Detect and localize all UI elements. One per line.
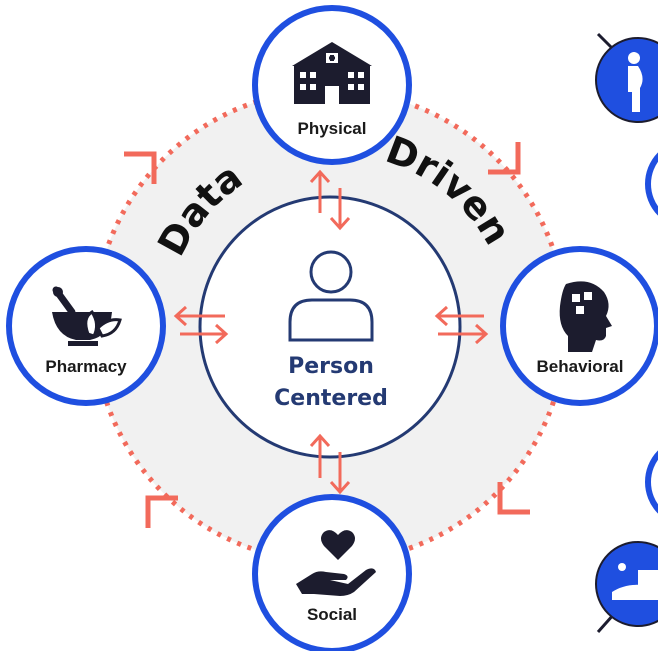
heart-hand-icon (296, 530, 376, 596)
side-node-partial-2 (645, 450, 658, 514)
head-puzzle-icon (559, 281, 612, 352)
rotation-arrow-top-right (488, 142, 521, 175)
node-behavioral: Behavioral (500, 246, 658, 406)
mortar-pestle-icon (52, 286, 122, 346)
side-node-partial-1 (645, 152, 658, 216)
farm-barn-icon (612, 563, 658, 600)
rotation-arrow-bottom-right (497, 482, 530, 515)
rotation-arrows (124, 142, 530, 528)
bidirectional-arrows (173, 169, 489, 495)
hospital-icon (292, 42, 372, 104)
node-label-behavioral: Behavioral (537, 357, 624, 376)
rotation-arrow-bottom-left (145, 495, 178, 528)
person-icon (288, 250, 374, 342)
rotation-arrow-top-left (124, 151, 157, 184)
node-social: Social (252, 494, 412, 651)
center-circle (198, 195, 462, 459)
node-label-pharmacy: Pharmacy (45, 357, 127, 376)
node-label-physical: Physical (298, 119, 367, 138)
arrow-right (434, 305, 489, 345)
node-label-social: Social (307, 605, 357, 624)
center-label-line2: Centered (274, 386, 388, 411)
arrow-left (173, 305, 229, 345)
arrow-top (309, 169, 351, 231)
node-pharmacy: Pharmacy (6, 246, 166, 406)
center-label-line1: Person (288, 354, 374, 379)
node-physical: Physical (252, 5, 412, 165)
side-node-farm (595, 541, 658, 633)
pregnant-person-icon (628, 52, 643, 112)
arrow-bottom (309, 433, 351, 495)
side-node-pregnancy (595, 32, 658, 123)
